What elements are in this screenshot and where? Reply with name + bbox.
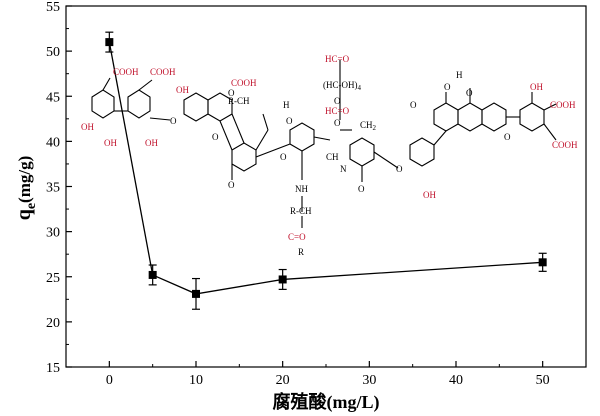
y-tick-label: 30 — [46, 226, 60, 241]
label-nh: NH — [295, 184, 308, 194]
label-oh-1: OH — [81, 122, 94, 132]
data-point — [538, 258, 547, 267]
svg-text:qe(mg/g): qe(mg/g) — [13, 156, 39, 221]
label-rch: R-CH — [228, 96, 250, 106]
data-point — [192, 289, 200, 298]
x-tick-label: 50 — [536, 373, 550, 388]
label-oh-4: OH — [176, 85, 189, 95]
label-ch: CH — [326, 152, 339, 162]
label-rch-2: R-CH — [290, 206, 312, 216]
label-o-14: O — [504, 132, 511, 142]
label-o-9: O — [358, 184, 365, 194]
label-o-12: O — [444, 82, 451, 92]
data-point — [148, 270, 157, 279]
label-o-11: O — [410, 100, 417, 110]
label-oh-2: OH — [104, 138, 117, 148]
label-cooh-1: COOH — [113, 67, 139, 77]
humic-acid-structure: COOH COOH COOH OH OH OH OH HC=O HC=O C=O… — [81, 54, 578, 257]
label-cooh-4: COOH — [550, 100, 576, 110]
label-o-7: O — [334, 96, 341, 106]
y-tick-label: 40 — [46, 135, 60, 150]
label-h-2: H — [456, 70, 463, 80]
label-r: R — [298, 247, 304, 257]
y-tick-label: 45 — [46, 90, 60, 105]
label-o-3: O — [212, 132, 219, 142]
label-hco-2: HC=O — [325, 106, 350, 116]
label-o-8: O — [334, 118, 341, 128]
data-series — [105, 31, 547, 310]
y-tick-label: 55 — [46, 0, 60, 15]
x-tick-label: 20 — [276, 373, 290, 388]
x-tick-label: 40 — [449, 373, 463, 388]
y-tick-label: 15 — [46, 361, 60, 376]
label-oh-6: OH — [423, 190, 436, 200]
label-o-1: O — [228, 88, 235, 98]
y-axis-subscript: e — [24, 203, 39, 209]
label-hcoh: (HC-OH)4 — [323, 80, 362, 92]
y-tick-label: 25 — [46, 271, 60, 286]
label-hco: HC=O — [325, 54, 350, 64]
label-ch2: CH2 — [360, 120, 377, 132]
x-tick-label: 30 — [362, 373, 376, 388]
x-tick-label: 10 — [189, 373, 203, 388]
data-point — [105, 38, 114, 47]
label-cooh-5: COOH — [552, 140, 578, 150]
label-o-6: O — [286, 116, 293, 126]
label-o-5: O — [280, 152, 287, 162]
label-o-13: O — [466, 88, 473, 98]
y-tick-label: 20 — [46, 316, 60, 331]
y-axis-symbol: q — [13, 209, 35, 220]
label-n: N — [340, 164, 347, 174]
data-point — [278, 275, 287, 284]
y-axis-unit: (mg/g) — [15, 156, 34, 203]
axis-ticks: 0 10 20 30 40 50 15 20 25 30 35 40 45 50 55 — [46, 0, 587, 388]
label-o-4: O — [228, 180, 235, 190]
label-o-2: O — [170, 116, 177, 126]
label-cooh-3: COOH — [231, 78, 257, 88]
label-cooh-2: COOH — [150, 67, 176, 77]
x-axis-title: 腐殖酸(mg/L) — [273, 391, 380, 413]
x-tick-label: 0 — [106, 373, 113, 388]
label-o-10: O — [396, 164, 403, 174]
label-oh-5: OH — [530, 82, 543, 92]
y-tick-label: 35 — [46, 181, 60, 196]
label-h-1: H — [283, 100, 290, 110]
y-axis-title: qe(mg/g) — [13, 156, 39, 221]
y-tick-label: 50 — [46, 45, 60, 60]
label-oh-3: OH — [145, 138, 158, 148]
label-co: C=O — [288, 232, 306, 242]
